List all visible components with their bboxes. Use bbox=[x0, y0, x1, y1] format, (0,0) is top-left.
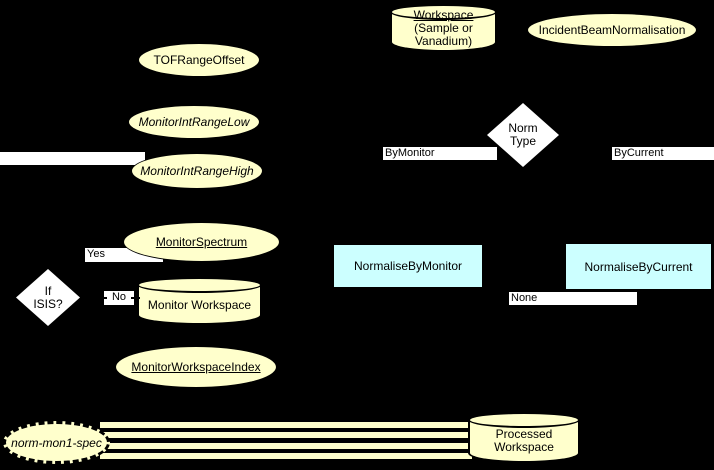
flow-band-2 bbox=[100, 432, 472, 438]
edge-label-band-left bbox=[0, 152, 145, 165]
processed-workspace-line1: Processed bbox=[495, 427, 553, 441]
processed-workspace-line2: Workspace bbox=[494, 440, 554, 454]
workspace-label-line3: Vanadium) bbox=[414, 34, 473, 48]
workspace-label-line1: Workspace bbox=[413, 8, 474, 22]
workspace-label-line2: (Sample or bbox=[414, 21, 473, 35]
monitor-workspace-label: Monitor Workspace bbox=[147, 298, 252, 312]
cylinder-workspace-sample-vanadium: Workspace (Sample or Vanadium) bbox=[390, 4, 497, 52]
cylinder-top-ellipse bbox=[468, 412, 580, 428]
edge-label-no: No bbox=[104, 291, 134, 305]
edge-label-by-current: ByCurrent bbox=[612, 147, 714, 160]
flow-band-3 bbox=[100, 443, 472, 449]
cylinder-body bbox=[390, 12, 497, 52]
cylinder-top-ellipse bbox=[137, 277, 262, 293]
norm-type-line1: Norm bbox=[508, 121, 538, 135]
node-norm-mon1-spec: norm-mon1-spec bbox=[3, 421, 110, 464]
flow-band-4 bbox=[100, 453, 472, 459]
edge-line-no-left bbox=[98, 297, 107, 299]
cylinder-top-ellipse bbox=[390, 4, 497, 20]
cylinder-monitor-workspace: Monitor Workspace bbox=[137, 277, 262, 325]
cylinder-body bbox=[137, 285, 262, 325]
if-isis-line1: If bbox=[44, 283, 52, 298]
cylinder-processed-workspace: Processed Workspace bbox=[468, 412, 580, 463]
norm-type-line2: Type bbox=[509, 134, 536, 148]
process-normalise-by-current: NormaliseByCurrent bbox=[565, 243, 712, 290]
decision-norm-type: Norm Type bbox=[487, 103, 559, 167]
edge-line-no-right bbox=[131, 297, 140, 299]
node-monitor-int-range-high: MonitorIntRangeHigh bbox=[131, 153, 263, 189]
decision-if-isis: If ISIS? bbox=[16, 269, 80, 326]
node-tof-range-offset: TOFRangeOffset bbox=[138, 43, 260, 77]
monitor-workspace-index-label: MonitorWorkspaceIndex bbox=[131, 360, 261, 374]
process-normalise-by-monitor: NormaliseByMonitor bbox=[333, 244, 483, 288]
flow-band-1 bbox=[100, 422, 472, 428]
node-monitor-workspace-index: MonitorWorkspaceIndex bbox=[115, 346, 277, 388]
node-incident-beam-normalisation: IncidentBeamNormalisation bbox=[527, 13, 697, 47]
monitor-spectrum-label: MonitorSpectrum bbox=[155, 235, 248, 249]
node-monitor-int-range-low: MonitorIntRangeLow bbox=[128, 105, 260, 139]
if-isis-line2: ISIS? bbox=[33, 296, 63, 311]
edge-label-by-monitor: ByMonitor bbox=[383, 147, 497, 160]
edge-label-none: None bbox=[509, 292, 637, 305]
node-monitor-spectrum: MonitorSpectrum bbox=[123, 222, 280, 262]
